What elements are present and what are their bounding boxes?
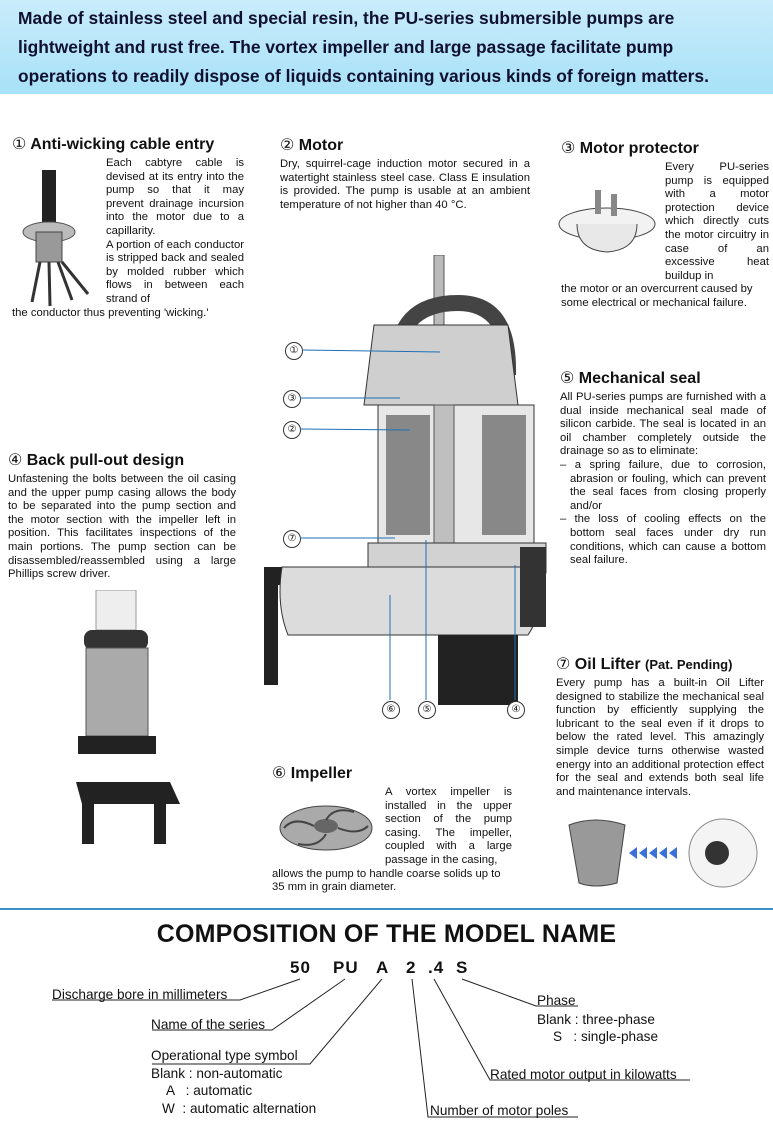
code-part-operational: A xyxy=(376,958,390,977)
section-body: Dry, squirrel-cage induction motor secur… xyxy=(280,158,530,211)
label-motor-poles: Number of motor poles xyxy=(430,1103,569,1118)
code-part-poles: 2 xyxy=(406,958,417,977)
section-body: All PU-series pumps are furnished with a… xyxy=(560,391,766,458)
callout-4: ④ xyxy=(507,701,525,719)
section-body: A vortex impeller is installed in the up… xyxy=(385,786,512,866)
pump-cutaway-illustration xyxy=(264,255,547,705)
list-item: – a spring failure, due to corrosion, ab… xyxy=(560,458,766,512)
section-back-pull-out: ④ Back pull-out design Unfastening the b… xyxy=(8,452,236,582)
section-title: Motor protector xyxy=(579,140,699,157)
label-op-w: W : automatic alternation xyxy=(162,1101,317,1116)
section-number: ② xyxy=(280,137,295,154)
section-number: ⑦ xyxy=(556,656,571,673)
callout-2: ② xyxy=(283,421,301,439)
section-body: the motor or an overcurrent caused by so… xyxy=(561,283,753,309)
label-rated-output: Rated motor output in kilowatts xyxy=(490,1067,677,1082)
code-part-output: .4 xyxy=(428,958,445,977)
section-number: ⑥ xyxy=(272,765,287,782)
callout-3: ③ xyxy=(283,390,301,408)
section-body: Every PU-series pump is equipped with a … xyxy=(665,161,769,282)
section-motor: ② Motor Dry, squirrel-cage induction mot… xyxy=(280,137,530,212)
section-number: ④ xyxy=(8,452,23,469)
section-title: Back pull-out design xyxy=(26,452,185,469)
code-part-bore: 50 xyxy=(290,958,311,977)
section-number: ③ xyxy=(561,140,576,157)
section-title: Anti-wicking cable entry xyxy=(30,136,215,153)
section-divider xyxy=(0,908,773,910)
callout-5: ⑤ xyxy=(418,701,436,719)
callout-6: ⑥ xyxy=(382,701,400,719)
intro-banner: Made of stainless steel and special resi… xyxy=(0,0,773,94)
code-part-phase: S xyxy=(456,958,469,977)
label-phase-blank: Blank : three-phase xyxy=(537,1012,655,1027)
impeller-photo xyxy=(279,805,373,851)
section-number: ⑤ xyxy=(560,370,575,387)
label-phase: Phase xyxy=(537,993,576,1008)
label-phase-s: S : single-phase xyxy=(553,1029,659,1044)
section-number: ① xyxy=(12,136,27,153)
back-pull-out-photo xyxy=(76,590,180,844)
label-op-blank: Blank : non-automatic xyxy=(151,1066,283,1081)
section-impeller: ⑥ Impeller A vortex impeller is installe… xyxy=(272,765,512,895)
section-title: Mechanical seal xyxy=(578,370,701,387)
callout-1: ① xyxy=(285,342,303,360)
callout-7: ⑦ xyxy=(283,530,301,548)
section-body: allows the pump to handle coarse solids … xyxy=(272,867,501,894)
section-mechanical-seal: ⑤ Mechanical seal All PU-series pumps ar… xyxy=(560,370,766,568)
section-motor-protector: ③ Motor protector Every PU-series pump i… xyxy=(561,140,769,311)
oil-lifter-photo xyxy=(568,818,758,888)
composition-title: COMPOSITION OF THE MODEL NAME xyxy=(156,920,617,948)
section-title: Impeller xyxy=(290,765,353,782)
section-body: Unfastening the bolts between the oil ca… xyxy=(8,473,236,581)
section-cable-entry: ① Anti-wicking cable entry Each cabtyre … xyxy=(12,136,244,320)
section-body: Each cabtyre cable is devised at its ent… xyxy=(106,157,244,237)
label-op-a: A : automatic xyxy=(166,1083,253,1098)
intro-text: Made of stainless steel and special resi… xyxy=(18,8,709,86)
label-series-name: Name of the series xyxy=(151,1017,266,1032)
label-operational-type: Operational type symbol xyxy=(151,1048,298,1063)
list-item: – the loss of cooling effects on the bot… xyxy=(560,513,766,567)
code-part-series: PU xyxy=(333,958,359,977)
section-title: Oil Lifter xyxy=(574,656,641,673)
section-body: Every pump has a built-in Oil Lifter des… xyxy=(556,677,764,798)
cable-entry-photo xyxy=(22,170,90,307)
section-title: Motor xyxy=(298,137,344,154)
section-title-note: (Pat. Pending) xyxy=(645,657,733,672)
section-body: the conductor thus preventing 'wicking.' xyxy=(12,306,209,319)
section-body: A portion of each conductor is stripped … xyxy=(106,238,244,305)
section-oil-lifter: ⑦ Oil Lifter (Pat. Pending) Every pump h… xyxy=(556,656,764,799)
motor-protector-photo xyxy=(558,190,656,253)
label-discharge-bore: Discharge bore in millimeters xyxy=(52,987,228,1002)
